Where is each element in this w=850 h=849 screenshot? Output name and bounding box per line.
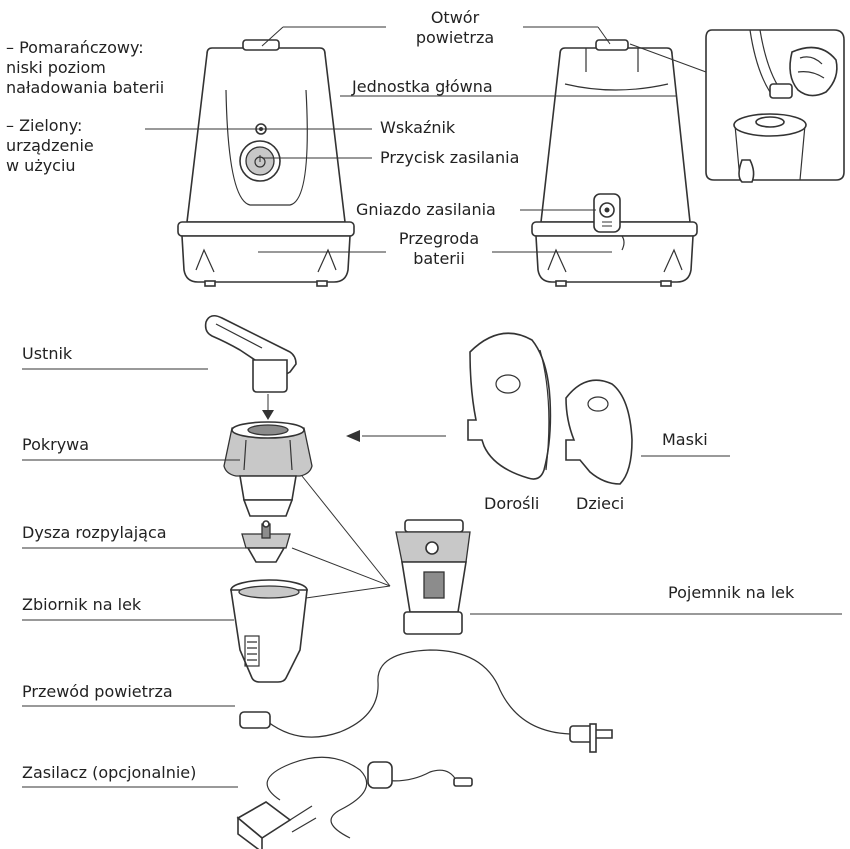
masks-arrow [346, 430, 446, 442]
power-socket-label: Gniazdo zasilania [356, 200, 496, 220]
power-adapter-part [238, 757, 472, 849]
medicine-tank-part [231, 580, 307, 682]
power-button-label: Przycisk zasilania [380, 148, 519, 168]
orange-note-line1: – Pomarańczowy: [6, 38, 164, 58]
medicine-tank-label: Zbiornik na lek [22, 595, 141, 615]
green-note-line3: w użyciu [6, 156, 94, 176]
battery-label-line1: Przegroda [384, 229, 494, 249]
main-unit-label: Jednostka główna [352, 77, 493, 97]
adults-label: Dorośli [484, 494, 539, 514]
cover-part [224, 422, 312, 516]
children-label: Dzieci [576, 494, 624, 514]
air-outlet-label-line1: Otwór [395, 8, 515, 28]
mouthpiece-part [206, 316, 296, 392]
power-button-icon [240, 141, 280, 181]
orange-indicator-note: – Pomarańczowy: niski poziom naładowania… [6, 38, 164, 98]
cover-label: Pokrywa [22, 435, 89, 455]
nozzle-part [242, 521, 290, 562]
air-outlet-label-line2: powietrza [395, 28, 515, 48]
medicine-container-label: Pojemnik na lek [668, 583, 794, 603]
indicator-label: Wskaźnik [380, 118, 455, 138]
green-note-line1: – Zielony: [6, 116, 94, 136]
power-socket-icon [594, 194, 620, 232]
air-tube-label: Przewód powietrza [22, 682, 173, 702]
masks-label: Maski [662, 430, 708, 450]
adapter-label: Zasilacz (opcjonalnie) [22, 763, 196, 783]
green-indicator-note: – Zielony: urządzenie w użyciu [6, 116, 94, 176]
orange-note-line3: naładowania baterii [6, 78, 164, 98]
child-mask [566, 380, 632, 484]
green-note-line2: urządzenie [6, 136, 94, 156]
mouthpiece-arrow [262, 394, 274, 420]
air-tube-part [240, 650, 612, 752]
nozzle-label: Dysza rozpylająca [22, 523, 167, 543]
medicine-container-part [396, 520, 470, 634]
back-main-unit [532, 40, 697, 286]
battery-label-line2: baterii [384, 249, 494, 269]
air-outlet-label: Otwór powietrza [395, 8, 515, 48]
battery-compartment-label: Przegroda baterii [384, 229, 494, 269]
air-outlet-inset [706, 30, 844, 182]
orange-note-line2: niski poziom [6, 58, 164, 78]
mouthpiece-label: Ustnik [22, 344, 72, 364]
adult-mask [468, 333, 550, 479]
